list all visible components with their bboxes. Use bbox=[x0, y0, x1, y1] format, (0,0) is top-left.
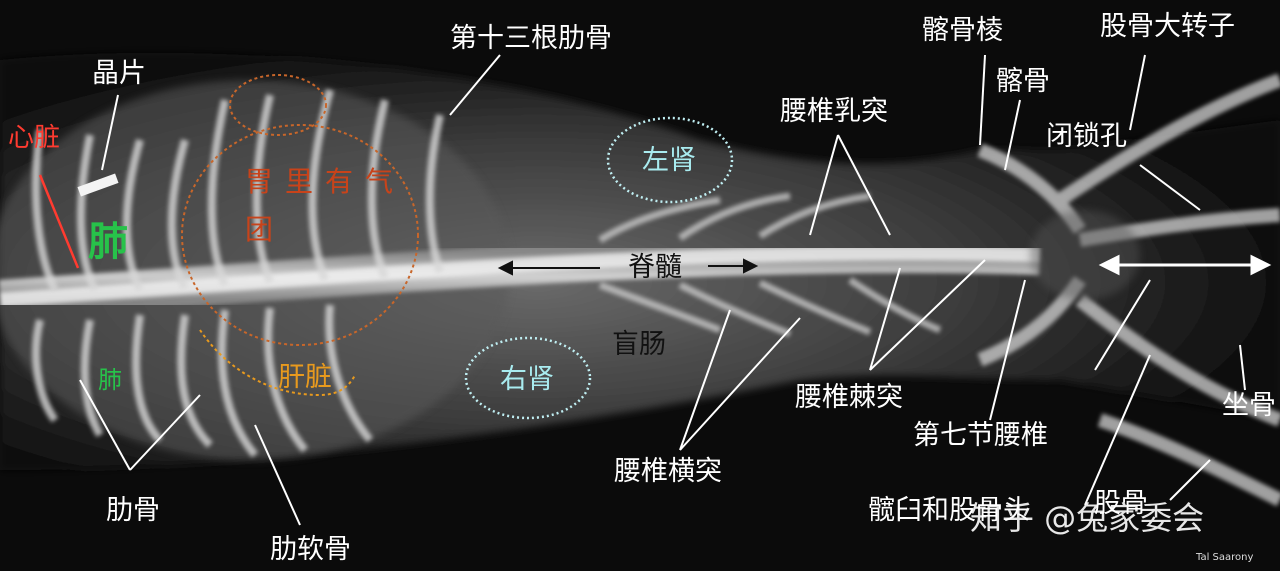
lumbar-mammillary-label: 腰椎乳突 bbox=[780, 96, 888, 127]
heart-pointer bbox=[38, 174, 80, 269]
left-kidney-outline bbox=[606, 116, 734, 204]
lumbar-processes bbox=[598, 192, 942, 338]
stomach-outline bbox=[181, 124, 419, 346]
lumbar-transverse-label: 腰椎横突 bbox=[614, 456, 722, 487]
iliac-crest-label: 髂骨棱 bbox=[922, 15, 1003, 46]
lung-label-small: 肺 bbox=[98, 366, 122, 394]
heart-label: 心脏 bbox=[8, 123, 61, 153]
photo-credit: Tal Saarony bbox=[1196, 552, 1254, 563]
costal-cartilage-label: 肋软骨 bbox=[270, 534, 351, 565]
acetabulum-label: 髋臼和股骨头 bbox=[868, 495, 1030, 526]
left-kidney-label: 左肾 bbox=[642, 145, 696, 176]
rib13-label: 第十三根肋骨 bbox=[450, 23, 612, 54]
width-arrow bbox=[1098, 254, 1272, 276]
stomach-gas-outline bbox=[229, 74, 327, 136]
greater-trochanter-label: 股骨大转子 bbox=[1100, 11, 1235, 42]
stomach-label-line1: 胃里有气 bbox=[245, 165, 406, 198]
pelvis-core bbox=[1030, 210, 1140, 300]
lens-label: 晶片 bbox=[92, 58, 146, 89]
cecum-label: 盲肠 bbox=[612, 329, 666, 360]
ischium-label: 坐骨 bbox=[1222, 390, 1276, 421]
lumbar-spinous-label: 腰椎棘突 bbox=[795, 382, 903, 413]
watermark: 知乎 @兔家委会 bbox=[970, 499, 1205, 537]
lung-label-large: 肺 bbox=[88, 219, 128, 265]
ribs-label: 肋骨 bbox=[106, 495, 160, 526]
stomach-label-line2: 团 bbox=[245, 213, 286, 246]
spinal-cord-arrows bbox=[497, 258, 759, 276]
ribs bbox=[31, 88, 444, 458]
right-kidney-label: 右肾 bbox=[500, 364, 554, 395]
spine bbox=[0, 233, 1041, 320]
seventh-lumbar-label: 第七节腰椎 bbox=[913, 420, 1048, 451]
spinal-cord-label: 脊髓 bbox=[628, 252, 682, 283]
liver-label: 肝脏 bbox=[278, 362, 332, 393]
femur-label: 股骨 bbox=[1094, 488, 1148, 519]
lens-marker bbox=[77, 173, 119, 197]
annotation-lines bbox=[79, 54, 1246, 526]
obturator-foramen-label: 闭锁孔 bbox=[1046, 121, 1127, 152]
liver-outline bbox=[199, 329, 356, 397]
right-kidney-outline bbox=[464, 336, 592, 420]
ilium-label: 髂骨 bbox=[996, 66, 1050, 97]
